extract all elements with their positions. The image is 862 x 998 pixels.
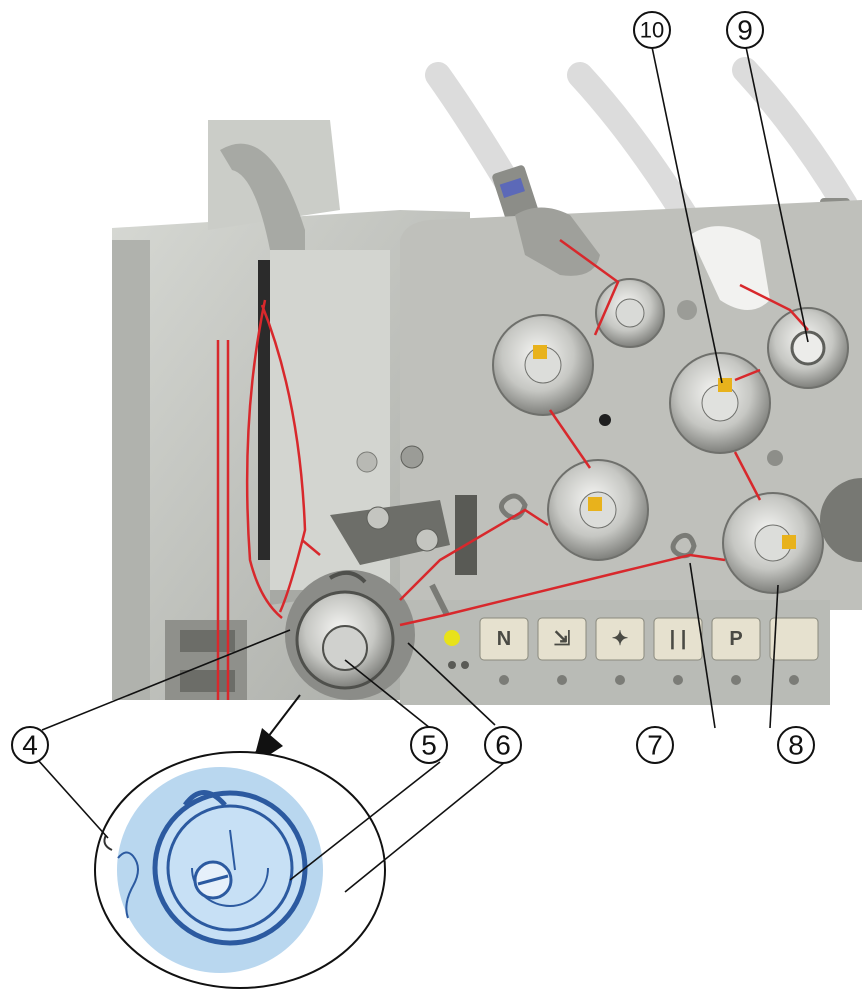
keypad-button [769, 617, 819, 685]
keypad-button: ⇲ [537, 617, 587, 685]
callout-8: 8 [777, 726, 815, 764]
svg-text:7: 7 [647, 730, 663, 761]
keypad-label: ⇲ [554, 628, 571, 650]
keypad-button: P [711, 617, 761, 685]
keypad-label: | | [670, 628, 687, 650]
keypad-button: | | [653, 617, 703, 685]
svg-text:8: 8 [788, 730, 804, 761]
leader-lines [37, 46, 809, 893]
svg-text:5: 5 [421, 730, 437, 761]
keypad-label: N [497, 628, 511, 650]
machine-head [112, 57, 862, 705]
keypad-button: ✦ [595, 617, 645, 685]
svg-text:10: 10 [640, 18, 664, 43]
callout-7: 7 [636, 726, 674, 764]
tension-disc-icon [492, 278, 862, 594]
keypad-button: N [479, 617, 529, 685]
detail-inset [94, 694, 386, 989]
callout-6: 6 [484, 726, 522, 764]
callout-10: 10 [633, 11, 671, 49]
keypad-label: ✦ [612, 628, 629, 650]
svg-text:9: 9 [737, 15, 753, 46]
svg-text:4: 4 [22, 730, 38, 761]
callout-5: 5 [410, 726, 448, 764]
svg-text:6: 6 [495, 730, 511, 761]
callout-9: 9 [726, 11, 764, 49]
keypad-label: P [729, 628, 742, 650]
thread-path [216, 238, 809, 700]
bobbin-case-icon [285, 570, 415, 700]
control-keypad [444, 630, 469, 669]
callout-4: 4 [11, 726, 49, 764]
